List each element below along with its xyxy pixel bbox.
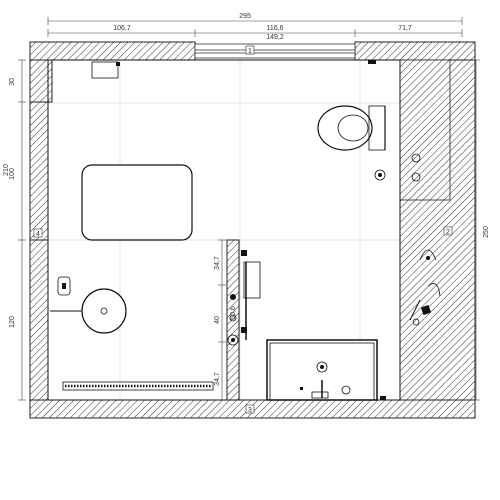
flush-buttons <box>411 153 421 182</box>
marker-east: 2 <box>446 229 450 236</box>
shower-drain <box>62 381 214 391</box>
dim-height-middle: 100 <box>9 168 16 180</box>
shower-tray <box>266 339 386 401</box>
top-dimensions: 295 106,7 116,6 71,7 149,2 <box>47 13 463 41</box>
washbasin <box>50 276 127 334</box>
marker-south: 3 <box>248 407 252 414</box>
dim-partition-small: 40 <box>214 316 221 324</box>
dim-partition-top: 34,7 <box>214 256 221 270</box>
toilet <box>317 105 386 181</box>
bathtub <box>81 164 193 241</box>
dim-total-height-right: 250 <box>483 226 490 238</box>
dim-window-width: 149,2 <box>266 34 284 41</box>
marker-west: 4 <box>36 231 40 238</box>
dim-height-top: 30 <box>9 78 16 86</box>
room-outline <box>47 59 401 401</box>
radiator-top <box>91 61 119 79</box>
dim-middle-segment: 116,6 <box>267 25 284 32</box>
shower-fittings <box>227 250 261 346</box>
dim-left-segment: 106,7 <box>113 25 131 32</box>
dim-height-left: 210 <box>3 164 10 176</box>
dim-partition-middle: 50,6 <box>230 306 237 320</box>
dim-height-lower: 120 <box>9 316 16 328</box>
wall-accessories <box>409 249 441 326</box>
left-dimensions: 30 100 210 120 <box>3 59 26 401</box>
dim-total-width: 295 <box>239 13 251 20</box>
marker-north: 1 <box>248 48 252 55</box>
window <box>194 43 356 59</box>
dim-partition-bottom: 34,7 <box>214 372 221 386</box>
walls <box>29 41 476 419</box>
door-marker <box>368 60 376 64</box>
dim-right-segment: 71,7 <box>398 25 412 32</box>
radiator-valve <box>116 62 120 66</box>
section-markers: 1 2 3 4 <box>33 45 453 414</box>
